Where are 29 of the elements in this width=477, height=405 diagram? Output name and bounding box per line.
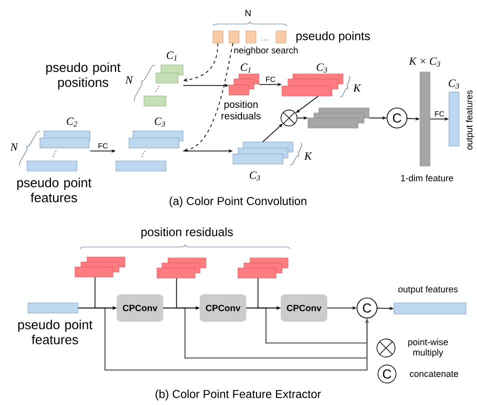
- feature-stack: [156, 258, 206, 278]
- feature-stack: [116, 130, 184, 172]
- dimension-label: N: [125, 76, 134, 84]
- group-label: position residuals: [141, 227, 233, 239]
- node-caption: position residuals: [222, 100, 261, 120]
- feature-stack: [74, 256, 126, 278]
- feature-stack: [282, 74, 344, 96]
- feature-stack: [232, 142, 294, 164]
- node-caption: pseudo points: [296, 31, 370, 43]
- legend-text: point-wise multiply: [408, 338, 448, 358]
- node-caption: pseudo point positions: [46, 62, 120, 90]
- feature-stack: [308, 108, 370, 128]
- dimension-label: K: [304, 152, 312, 160]
- caption: (a) Color Point Convolution: [170, 196, 306, 208]
- node-caption: pseudo point features: [18, 320, 92, 344]
- legend-text: concatenate: [410, 371, 458, 377]
- cpconv-box: CPConv: [116, 294, 164, 322]
- dimension-label: K: [353, 84, 362, 92]
- dimension-label: N: [246, 10, 251, 16]
- feature-stack: [238, 258, 288, 278]
- dimension-label: C$_{3}$: [154, 118, 166, 126]
- node-caption: pseudo point features: [17, 178, 92, 202]
- multiply-symbol: [280, 110, 298, 126]
- cpconv-box: CPConv: [200, 294, 246, 322]
- node-caption: output features: [466, 90, 474, 150]
- caption: (b) Color Point Feature Extractor: [156, 390, 321, 400]
- cpconv-box: CPConv: [280, 294, 328, 322]
- node-caption: 1-dim feature: [401, 174, 454, 182]
- node-caption: output features: [398, 286, 458, 294]
